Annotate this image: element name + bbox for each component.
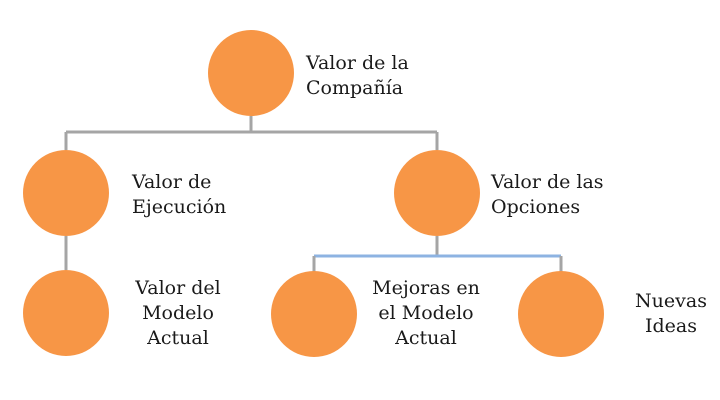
node-options-circle: [394, 150, 480, 236]
node-new-ideas-label: Nuevas Ideas: [635, 290, 707, 337]
node-new-ideas-circle: [518, 271, 604, 357]
node-current-model-label: Valor del Modelo Actual: [135, 277, 221, 349]
node-improvements-label: Mejoras en el Modelo Actual: [372, 277, 480, 349]
node-improvements-circle: [271, 271, 357, 357]
node-execution-label: Valor de Ejecución: [132, 171, 227, 218]
node-execution-circle: [23, 150, 109, 236]
node-options-label: Valor de las Opciones: [491, 171, 604, 218]
node-company-circle: [208, 30, 294, 116]
node-current-model-circle: [23, 270, 109, 356]
node-company-label: Valor de la Compañía: [306, 52, 409, 99]
